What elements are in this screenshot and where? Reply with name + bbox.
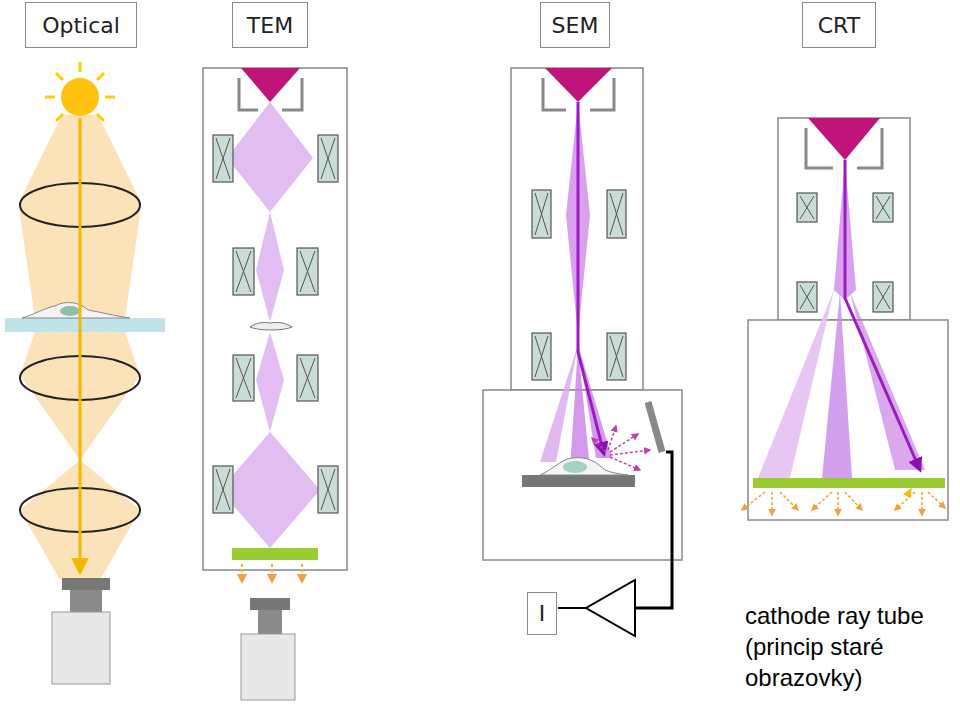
sample-stage: [522, 475, 635, 487]
camera-mount: [250, 598, 290, 610]
coil: [532, 333, 551, 380]
camera-mount: [258, 610, 282, 634]
cathode: [241, 68, 300, 102]
scan-beam: [758, 290, 834, 478]
electron-gun: [239, 68, 302, 110]
node-text: CRT: [818, 13, 861, 38]
glass-slide: [5, 318, 165, 332]
electron-beam: [256, 332, 284, 432]
note-text: cathode ray tube (princip staré obrazovk…: [745, 600, 957, 694]
scan-beam: [850, 292, 925, 470]
crt-tube: [742, 118, 948, 520]
coil: [318, 466, 338, 513]
camera-mount: [62, 578, 110, 590]
scanning-ray: [578, 102, 604, 454]
coil: [532, 190, 551, 238]
specimen: [540, 458, 628, 475]
coil: [233, 248, 254, 295]
coil: [797, 193, 817, 222]
scanning-ray: [845, 160, 920, 470]
light-emission: [742, 492, 945, 515]
electron-gun: [543, 68, 614, 110]
optical-microscope: [5, 62, 165, 684]
instrument-heading: TEM: [232, 2, 308, 48]
node-text: Optical: [42, 13, 120, 38]
node-text: I: [539, 601, 546, 626]
coil: [297, 248, 318, 295]
column: [203, 68, 347, 570]
coil: [297, 355, 318, 401]
light-source: [61, 78, 99, 116]
coil: [213, 135, 233, 182]
signal-wire: [558, 607, 586, 609]
anode-bracket: [543, 78, 614, 110]
camera-mount: [70, 590, 102, 612]
amplifier-symbol: [586, 580, 635, 636]
instrument-heading: Optical: [25, 2, 137, 48]
display-box: I: [527, 592, 557, 635]
specimen: [22, 303, 130, 318]
coil: [607, 333, 626, 380]
cathode: [808, 118, 880, 160]
electron-beam: [256, 212, 284, 322]
fluorescent-screen: [232, 548, 318, 560]
light-emission: [242, 564, 302, 582]
coil: [318, 135, 338, 182]
light-spot: [903, 488, 912, 498]
specimen-nucleus: [60, 306, 80, 316]
node-text: TEM: [247, 13, 293, 38]
detector: [648, 402, 662, 452]
cathode: [545, 68, 612, 102]
phosphor-screen: [753, 478, 945, 488]
tem-microscope: [203, 68, 347, 700]
secondary-electrons: [592, 426, 650, 470]
specimen: [250, 322, 292, 330]
electron-beam: [227, 102, 313, 212]
electron-beam: [220, 432, 320, 548]
magnetic-lenses: [213, 135, 893, 513]
sem-microscope: [483, 68, 682, 636]
coil: [873, 193, 893, 222]
coil: [797, 282, 817, 312]
camera: [241, 634, 295, 700]
specimen-nucleus: [563, 461, 587, 473]
coil: [233, 355, 254, 401]
anode-bracket: [806, 128, 882, 168]
anode-bracket: [239, 78, 302, 110]
coil: [213, 466, 233, 513]
signal-wire: [636, 452, 672, 608]
scan-beam: [822, 292, 852, 478]
node-text: SEM: [552, 13, 599, 38]
camera: [52, 612, 110, 684]
coil: [607, 190, 626, 238]
electron-gun: [806, 118, 882, 168]
instrument-heading: CRT: [802, 2, 876, 48]
coil: [873, 282, 893, 312]
light-ray: [79, 118, 82, 572]
instrument-heading: SEM: [540, 2, 610, 48]
